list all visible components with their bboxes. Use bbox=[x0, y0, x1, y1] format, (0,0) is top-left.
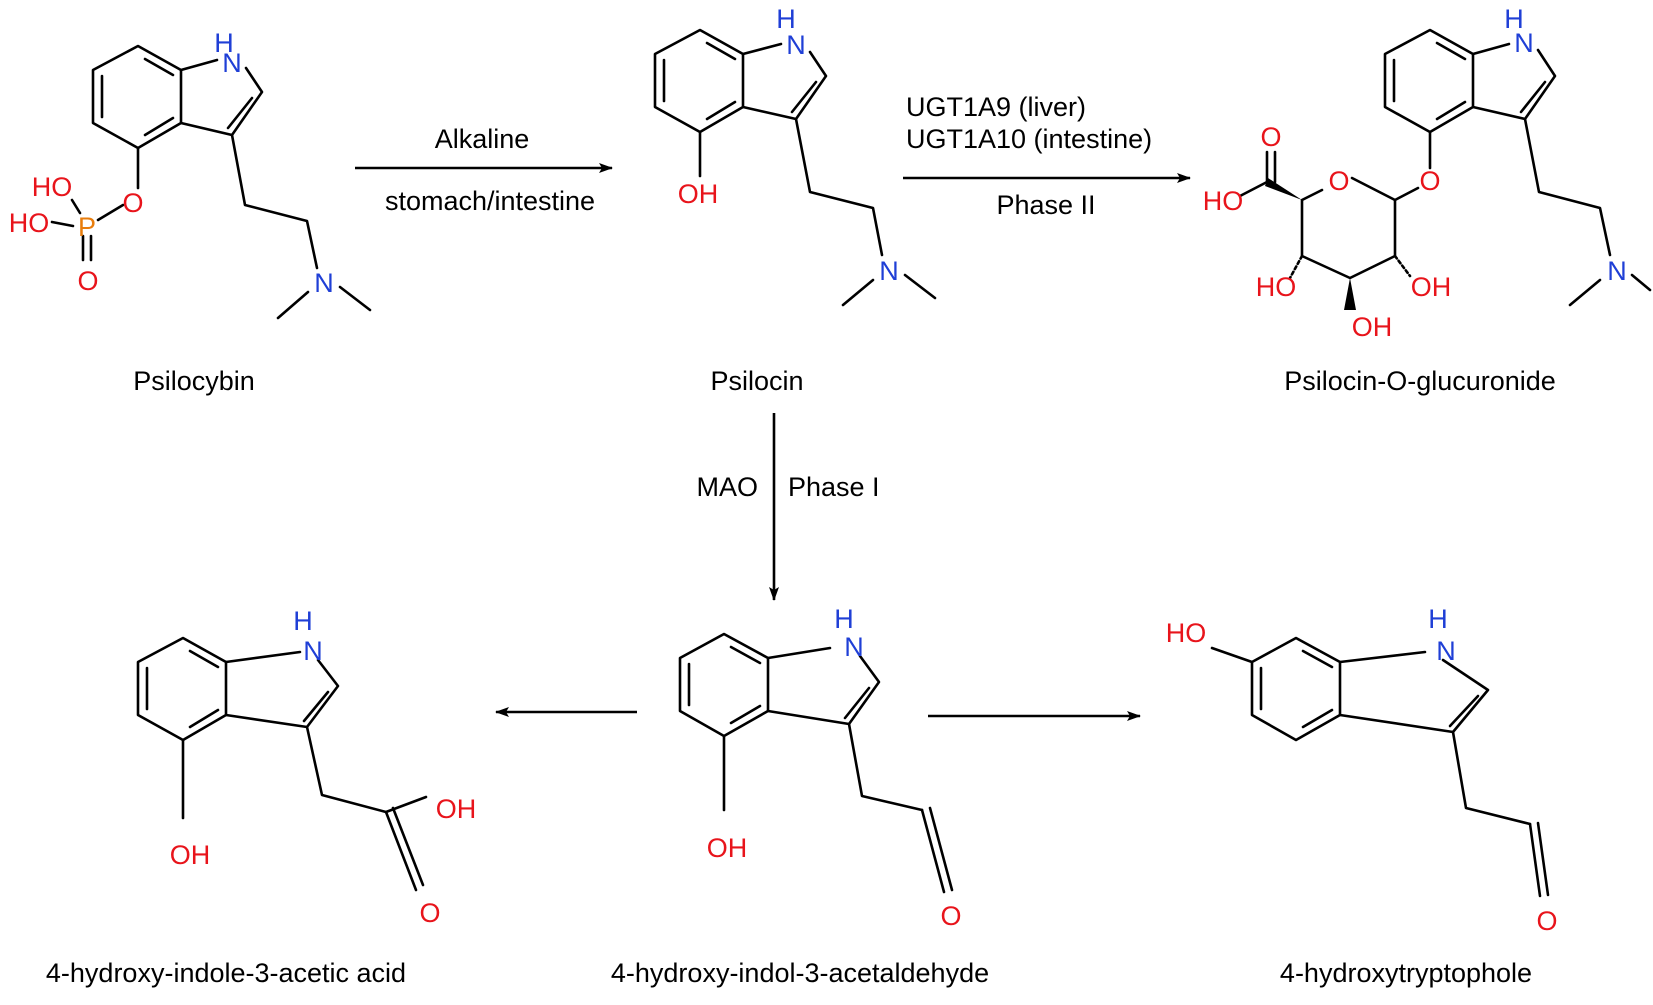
nh-h-label: H bbox=[1428, 604, 1448, 634]
hydroxyl-label: OH bbox=[707, 833, 748, 863]
carboxyl-o-label: O bbox=[1260, 122, 1281, 152]
acid-o-label: O bbox=[419, 898, 440, 928]
label-psilocybin: Psilocybin bbox=[133, 366, 255, 396]
acid-oh-label: OH bbox=[436, 794, 477, 824]
reaction-stomach-intestine: stomach/intestine bbox=[385, 186, 595, 216]
nh-h-label: H bbox=[1504, 4, 1524, 34]
oh-right-label: OH bbox=[1411, 272, 1452, 302]
reaction-ugt1a10: UGT1A10 (intestine) bbox=[906, 124, 1152, 154]
nh-n-label: N bbox=[303, 636, 323, 666]
reaction-phase-i: Phase I bbox=[788, 472, 880, 502]
nh-h-label: H bbox=[776, 4, 796, 34]
glycosidic-o-label: O bbox=[1419, 166, 1440, 196]
label-psilocin: Psilocin bbox=[710, 366, 803, 396]
carboxyl-ho-label: HO bbox=[1203, 186, 1244, 216]
hydroxyl-label: HO bbox=[1166, 618, 1207, 648]
reaction-phase-ii: Phase II bbox=[996, 190, 1095, 220]
ho-label-1: HO bbox=[32, 172, 73, 202]
ring-o-label: O bbox=[1328, 166, 1349, 196]
structure-psilocybin: H N N O P HO HO O bbox=[9, 28, 372, 320]
p-label: P bbox=[78, 212, 96, 242]
aldehyde-o-label: O bbox=[1536, 906, 1557, 936]
ester-o-label: O bbox=[122, 188, 143, 218]
label-hial: 4-hydroxy-indol-3-acetaldehyde bbox=[611, 958, 989, 988]
hydroxyl-label: OH bbox=[170, 840, 211, 870]
structure-glucuronide: O O O HO HO OH OH H N N bbox=[1203, 4, 1652, 342]
ho-left-label: HO bbox=[1256, 272, 1297, 302]
label-htol: 4-hydroxytryptophole bbox=[1280, 958, 1532, 988]
nh-h-label: H bbox=[834, 604, 854, 634]
structure-hiaa: H N OH OH O bbox=[136, 606, 477, 928]
label-glucuronide: Psilocin-O-glucuronide bbox=[1284, 366, 1556, 396]
phosphate-o-label: O bbox=[77, 266, 98, 296]
nh-n-label: N bbox=[1436, 636, 1456, 666]
reaction-alkaline: Alkaline bbox=[435, 124, 530, 154]
amine-n-label: N bbox=[314, 268, 334, 298]
nh-h-label: H bbox=[214, 28, 234, 58]
label-hiaa: 4-hydroxy-indole-3-acetic acid bbox=[46, 958, 406, 988]
nh-h-label: H bbox=[293, 606, 313, 636]
nh-n-label: N bbox=[222, 48, 242, 78]
structure-hial: H N OH O bbox=[678, 604, 962, 931]
aldehyde-o-label: O bbox=[940, 901, 961, 931]
reaction-mao: MAO bbox=[696, 472, 758, 502]
hydroxyl-label: OH bbox=[678, 179, 719, 209]
structure-psilocin: H N N OH bbox=[653, 4, 937, 307]
oh-bottom-label: OH bbox=[1352, 312, 1393, 342]
ho-label-2: HO bbox=[9, 208, 50, 238]
structure-htol: H N HO O bbox=[1166, 604, 1558, 936]
nh-n-label: N bbox=[1514, 28, 1534, 58]
amine-n-label: N bbox=[879, 256, 899, 286]
amine-n-label: N bbox=[1607, 256, 1627, 286]
reaction-ugt1a9: UGT1A9 (liver) bbox=[906, 92, 1086, 122]
nh-n-label: N bbox=[786, 30, 806, 60]
nh-n-label: N bbox=[844, 632, 864, 662]
